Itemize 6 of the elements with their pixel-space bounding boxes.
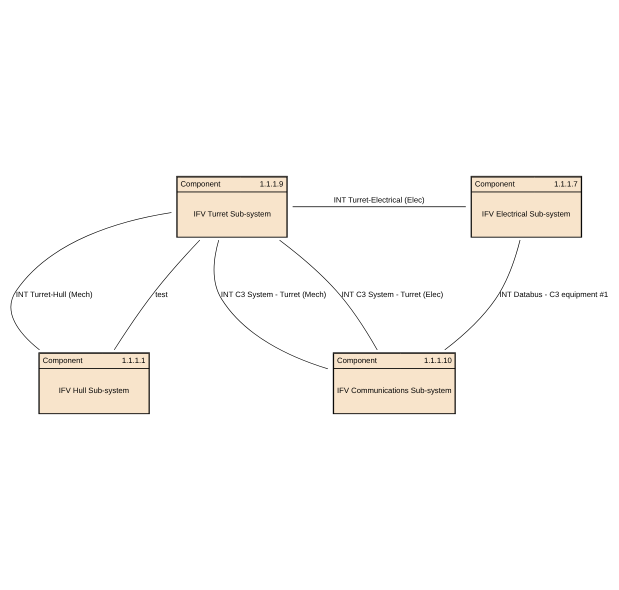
- connector: [292, 206, 466, 208]
- connector: [444, 240, 520, 350]
- connector: [10, 212, 172, 350]
- connector: [279, 240, 378, 350]
- connector: [114, 240, 200, 350]
- connector: [214, 240, 328, 370]
